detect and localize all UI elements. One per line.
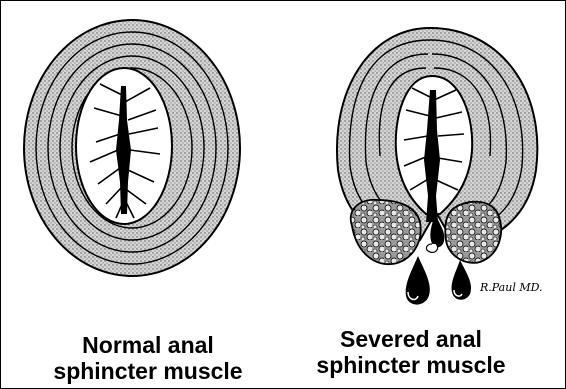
artist-signature: R.Paul MD. (480, 281, 543, 294)
caption-severed-line1: Severed anal (291, 326, 531, 352)
severed-sphincter-drawing (337, 28, 537, 305)
caption-normal: Normal anal sphincter muscle (28, 332, 268, 384)
normal-sphincter-drawing (24, 20, 240, 276)
caption-normal-line1: Normal anal (28, 332, 268, 358)
caption-severed-line2: sphincter muscle (291, 352, 531, 378)
caption-severed: Severed anal sphincter muscle (291, 326, 531, 378)
severed-end-right (445, 202, 501, 263)
caption-normal-line2: sphincter muscle (28, 358, 268, 384)
severed-end-left (351, 200, 421, 264)
